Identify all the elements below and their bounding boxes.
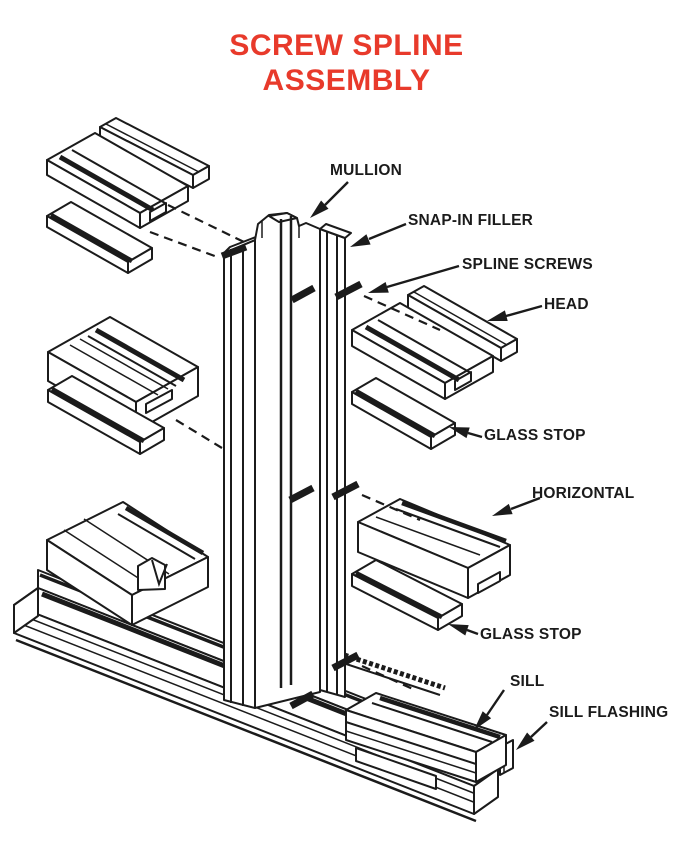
horizontal-extrusion-right-drawing	[357, 498, 511, 599]
leader-arrow-sill	[474, 689, 505, 730]
diagram-title-line1: SCREW SPLINE	[229, 29, 464, 62]
leader-arrow-mullion	[310, 181, 349, 218]
diagram-title-line2: ASSEMBLY	[262, 64, 431, 97]
leader-arrow-glass-stop-lower	[448, 624, 479, 636]
glass-stop-upper-drawing	[351, 377, 456, 450]
label-head: HEAD	[544, 296, 589, 313]
label-sill-flashing: SILL FLASHING	[549, 704, 669, 721]
leader-arrow-sill-flashing	[516, 721, 548, 750]
label-mullion: MULLION	[330, 162, 402, 179]
spline-screws-drawing	[220, 243, 363, 710]
leader-arrow-horizontal	[492, 496, 541, 516]
leader-arrow-head	[487, 304, 543, 321]
head-extrusion-right-drawing	[351, 285, 518, 400]
leader-arrow-glass-stop-upper	[449, 427, 483, 439]
label-snap-in-filler: SNAP-IN FILLER	[408, 212, 534, 229]
leader-arrow-spline-screws	[368, 264, 460, 293]
diagram-title: SCREW SPLINE ASSEMBLY	[0, 28, 693, 98]
leader-arrow-snap-in-filler	[350, 222, 407, 247]
sill-pocket-left-drawing	[46, 501, 209, 626]
snap-in-filler-drawing	[319, 223, 352, 698]
glass-stop-lower-drawing	[351, 559, 463, 631]
label-glass-stop-upper: GLASS STOP	[484, 427, 586, 444]
label-horizontal: HORIZONTAL	[532, 485, 635, 502]
label-glass-stop-lower: GLASS STOP	[480, 626, 582, 643]
horizontal-extrusion-left-drawing	[47, 316, 199, 455]
alignment-dash-lines	[149, 204, 441, 692]
label-sill: SILL	[510, 673, 545, 690]
head-extrusion-left-drawing	[46, 117, 210, 274]
sill-pocket-right-drawing	[345, 692, 507, 790]
label-spline-screws: SPLINE SCREWS	[462, 256, 593, 273]
mullion-drawing	[223, 212, 321, 709]
